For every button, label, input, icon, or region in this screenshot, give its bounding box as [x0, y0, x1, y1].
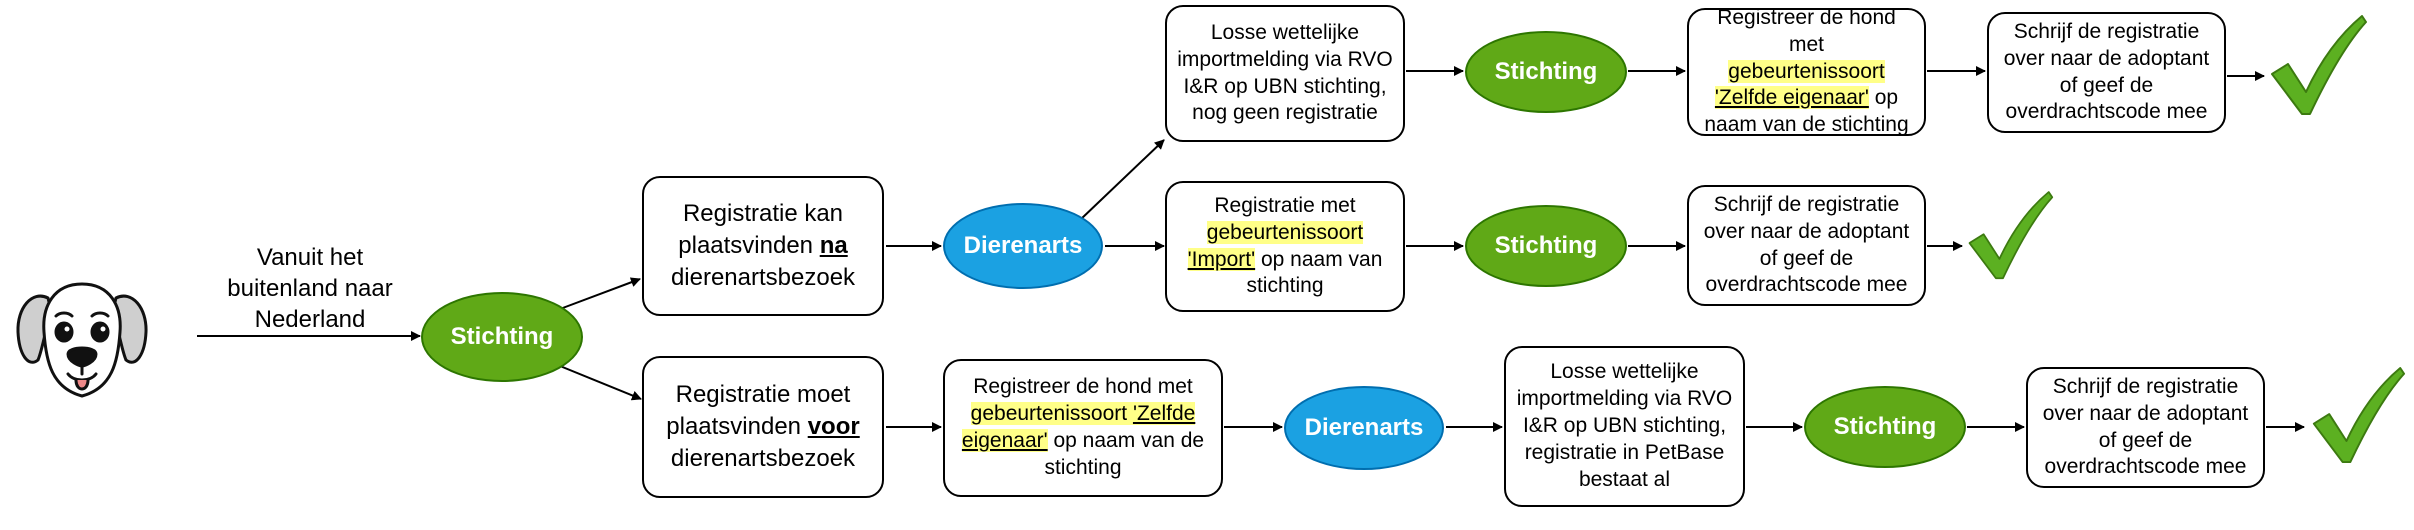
node-label: Stichting	[450, 323, 554, 350]
stichting-node-top: Stichting	[1465, 31, 1627, 113]
node-line: op naam van	[1255, 247, 1383, 271]
edge-dierenarts-losse	[1079, 139, 1165, 221]
losse-importmelding-bestaat-al-node: Losse wettelijke importmelding via RVO I…	[1504, 346, 1745, 507]
node-line: I&R op UBN stichting,	[1522, 414, 1727, 438]
node-line: overdrachtscode mee	[1705, 273, 1908, 297]
checkmark-icon	[1968, 191, 2054, 280]
start-label: Vanuit het buitenland naar Nederland	[215, 242, 405, 336]
node-line-highlight: 'Zelfde eigenaar'	[1714, 86, 1869, 110]
node-line-highlight: 'Zelfde	[1132, 402, 1196, 426]
node-line: I&R op UBN stichting,	[1183, 74, 1387, 98]
start-label-line: buitenland naar	[227, 275, 393, 303]
edge-stichting-na	[559, 277, 641, 310]
node-label: Dierenarts	[963, 232, 1083, 259]
stichting-node-mid: Stichting	[1465, 205, 1627, 287]
overschrijf-node-bottom: Schrijf de registratie over naar de adop…	[2026, 367, 2265, 488]
node-line: plaatsvinden	[678, 232, 820, 260]
node-line: overdrachtscode mee	[2044, 455, 2247, 479]
registreer-zelfde-eigenaar-node-top: Registreer de hond met gebeurtenissoort …	[1687, 5, 1926, 137]
node-label: Stichting	[1494, 232, 1598, 259]
node-line: importmelding via RVO	[1516, 387, 1733, 411]
stichting-node-bottom: Stichting	[1804, 386, 1966, 468]
node-line-highlight: gebeurtenissoort	[1728, 59, 1885, 83]
overschrijf-node-mid: Schrijf de registratie over naar de adop…	[1687, 185, 1926, 306]
overschrijf-node-top: Schrijf de registratie over naar de adop…	[1987, 12, 2226, 133]
node-line: Registreer de hond met	[973, 375, 1193, 399]
node-line-highlight: eigenaar'	[961, 429, 1048, 452]
registratie-na-node: Registratie kan plaatsvinden na dierenar…	[642, 176, 884, 316]
dierenarts-node-top: Dierenarts	[943, 203, 1103, 289]
node-line: Losse wettelijke	[1550, 360, 1699, 384]
node-line: plaatsvinden	[666, 413, 808, 441]
node-line: naam van de stichting	[1704, 113, 1909, 137]
node-line: nog geen registratie	[1192, 101, 1378, 125]
node-line: Schrijf de registratie	[1713, 192, 1900, 216]
node-line: bestaat al	[1578, 467, 1671, 491]
node-line: op naam van de	[1047, 429, 1205, 452]
node-line: dierenartsbezoek	[670, 444, 856, 472]
node-line: of geef de	[1759, 246, 1854, 270]
node-line: over naar de adoptant	[2003, 46, 2210, 70]
checkmark-icon	[2312, 367, 2406, 464]
checkmark-icon	[2271, 15, 2367, 115]
dierenarts-node-bottom: Dierenarts	[1284, 386, 1444, 470]
node-line: Schrijf de registratie	[2013, 19, 2200, 43]
node-line-highlight: gebeurtenissoort	[970, 402, 1133, 426]
start-label-line: Nederland	[254, 306, 366, 334]
losse-importmelding-geen-registratie-node: Losse wettelijke importmelding via RVO I…	[1165, 5, 1405, 142]
node-label: Stichting	[1833, 413, 1937, 440]
node-line: dierenartsbezoek	[670, 263, 856, 291]
node-line: Registratie kan	[682, 200, 844, 228]
node-line-highlight: gebeurtenissoort	[1206, 220, 1364, 244]
node-line: Registratie met	[1214, 193, 1356, 217]
node-line-emphasis: na	[819, 232, 848, 260]
node-line: overdrachtscode mee	[2005, 100, 2208, 124]
node-label: Dierenarts	[1304, 414, 1424, 441]
dog-face-icon	[16, 282, 148, 398]
node-line: stichting	[1044, 455, 1122, 479]
node-line: over naar de adoptant	[2042, 401, 2249, 425]
registratie-import-node: Registratie met gebeurtenissoort 'Import…	[1165, 181, 1405, 312]
start-label-line: Vanuit het	[256, 244, 364, 271]
node-line-highlight: 'Import'	[1187, 247, 1256, 271]
node-line: of geef de	[2098, 428, 2193, 452]
node-line: op	[1868, 86, 1899, 110]
registreer-zelfde-eigenaar-node-bottom: Registreer de hond met gebeurtenissoort …	[943, 359, 1223, 497]
node-line: Losse wettelijke	[1210, 20, 1360, 44]
node-line: importmelding via RVO	[1177, 47, 1393, 71]
node-line: of geef de	[2059, 73, 2154, 97]
edge-stichting-voor	[559, 365, 642, 401]
node-line-emphasis: voor	[807, 413, 860, 441]
node-line: stichting	[1246, 274, 1324, 298]
registratie-voor-node: Registratie moet plaatsvinden voor diere…	[642, 356, 884, 498]
node-line: Registratie moet	[675, 381, 851, 409]
node-line: Registreer de hond met	[1717, 5, 1896, 56]
stichting-node-start: Stichting	[421, 292, 583, 382]
node-line: Schrijf de registratie	[2052, 374, 2239, 398]
node-line: over naar de adoptant	[1703, 219, 1910, 243]
node-label: Stichting	[1494, 58, 1598, 85]
node-line: registratie in PetBase	[1524, 440, 1725, 464]
